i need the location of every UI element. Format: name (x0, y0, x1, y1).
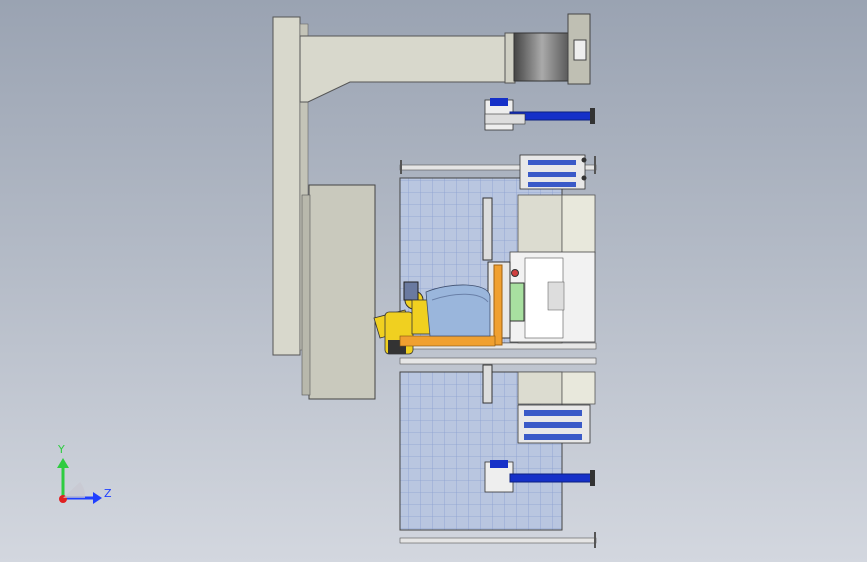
y-axis-label: Y (58, 443, 65, 456)
lower-control-panel (517, 404, 591, 444)
axis-triad (57, 458, 102, 504)
workstation-machine (487, 194, 596, 346)
y-axis-arrowhead (57, 458, 69, 468)
side-cabinet (301, 184, 376, 400)
upper-conveyor (484, 98, 595, 131)
gantry-frame (272, 13, 591, 356)
upper-control-panel (519, 154, 587, 190)
triad-plane (63, 482, 86, 498)
slide-posts (482, 197, 493, 404)
industrial-robot (373, 281, 496, 355)
lower-workstation (517, 371, 596, 405)
bottom-rail (399, 532, 597, 548)
workpiece (425, 284, 491, 337)
z-axis-arrowhead (93, 492, 102, 504)
top-rail (399, 156, 597, 174)
lower-conveyor (484, 460, 595, 493)
z-axis-label: Z (104, 487, 112, 500)
